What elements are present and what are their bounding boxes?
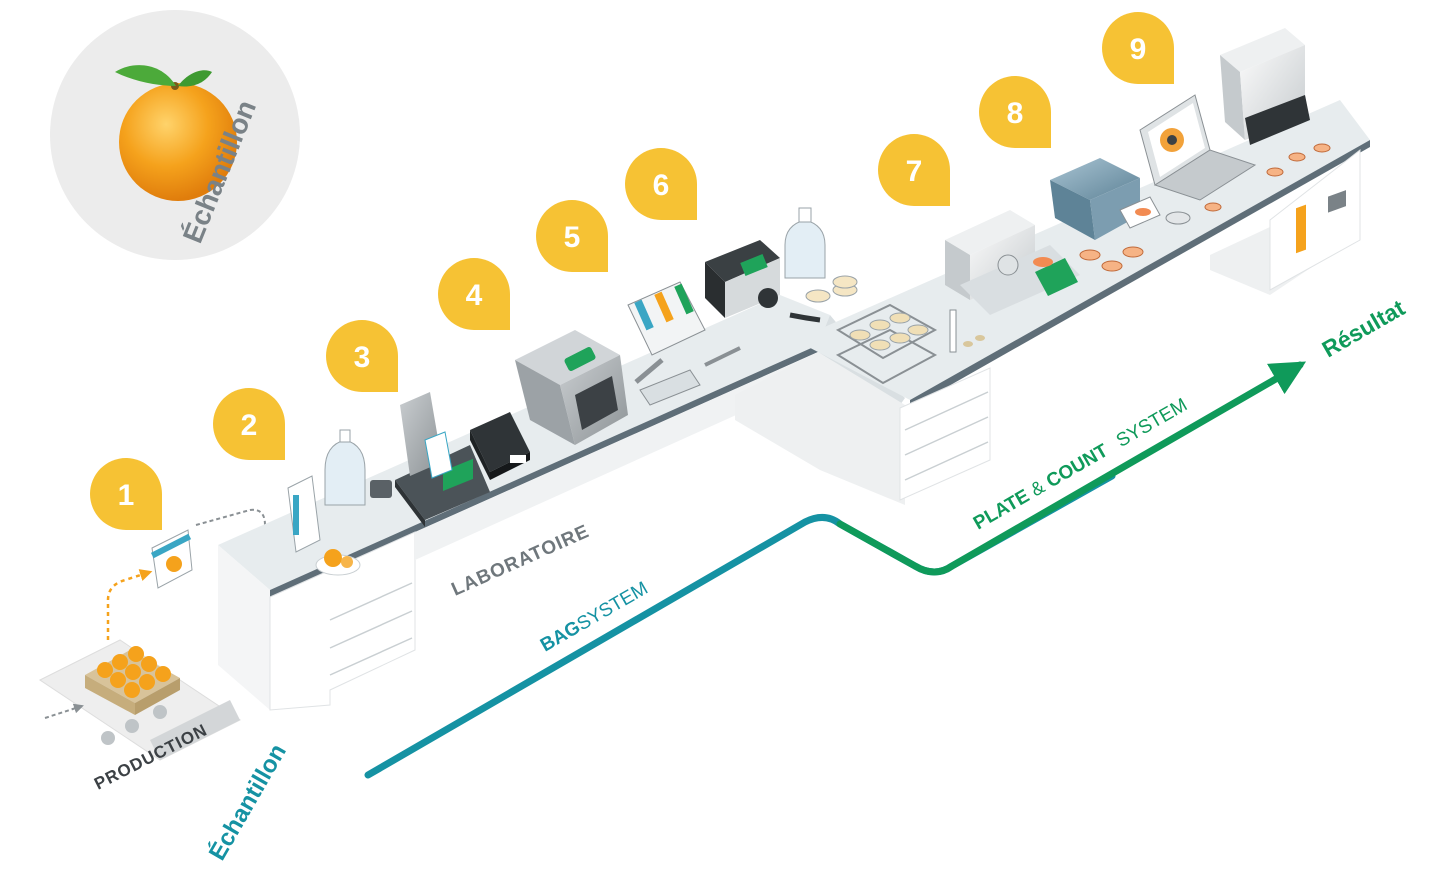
laptop-icon (1139, 94, 1257, 201)
transfer-arrow (106, 569, 153, 640)
pump-icon (705, 240, 821, 323)
orange-icon (115, 65, 237, 201)
water-bottle-icon (784, 207, 826, 279)
step-number: 3 (354, 341, 371, 374)
step-badge: 7 (878, 134, 950, 206)
colony-counter-icon (1050, 158, 1161, 240)
pipette-icon (634, 346, 741, 406)
step-badge: 5 (536, 200, 608, 272)
bag-light: SYSTEM (574, 578, 652, 635)
reader-icon (1220, 28, 1310, 145)
step-badge: 3 (326, 320, 398, 392)
start-label: Échantillon (203, 739, 292, 865)
step-number: 5 (564, 221, 581, 254)
step-badge: 6 (625, 148, 697, 220)
blender-icon (515, 330, 628, 445)
bag-stand-icon (287, 475, 361, 576)
step-badge: 8 (979, 76, 1051, 148)
dilutor-icon (324, 392, 490, 527)
step-number: 6 (653, 169, 670, 202)
step-number: 4 (466, 279, 483, 312)
step-badge: 9 (1102, 12, 1174, 84)
step-number: 1 (118, 479, 135, 512)
step-number: 7 (906, 155, 923, 188)
sample-badge: Échantillon (50, 10, 300, 260)
petri-rack-icon (835, 303, 938, 385)
test-tube-icon (949, 309, 985, 353)
step-badge: 4 (438, 258, 510, 330)
bag-rack-icon (627, 281, 706, 356)
sample-bag-icon (150, 529, 193, 589)
step-badge: 2 (213, 388, 285, 460)
conveyor-icon (39, 639, 241, 761)
printer-icon (470, 412, 530, 480)
petri-dish-icon (805, 275, 858, 303)
step-number: 2 (241, 409, 258, 442)
petri-dish-icon (1079, 143, 1331, 272)
plate-count-system-label: PLATE & COUNT SYSTEM (970, 395, 1191, 535)
plate-system: SYSTEM (1113, 395, 1191, 452)
end-label: Résultat (1318, 294, 1410, 362)
process-flow-line (364, 361, 1307, 779)
step-number: 9 (1130, 33, 1147, 66)
step-badge: 1 (90, 458, 162, 530)
step-number: 8 (1007, 97, 1024, 130)
spiral-plater-icon (945, 210, 1080, 315)
mouse-icon (1165, 211, 1191, 225)
